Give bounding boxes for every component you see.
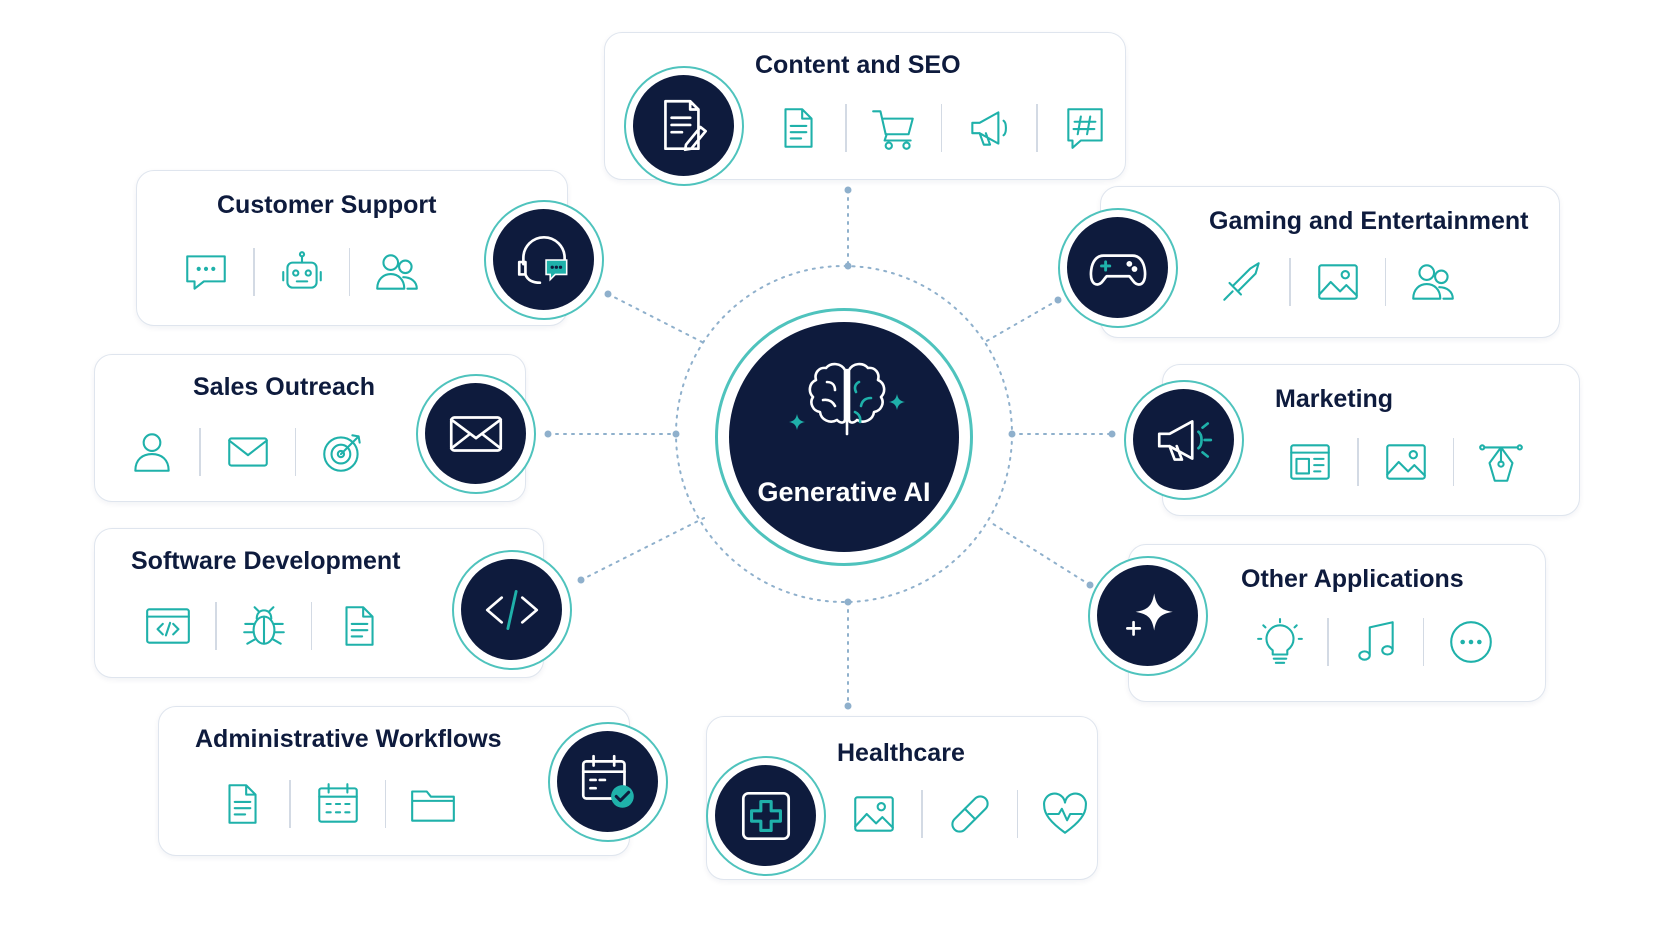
layout-icon — [1290, 444, 1330, 480]
separator — [384, 780, 386, 828]
megaphone-icon — [1157, 420, 1213, 461]
cart-icon — [871, 110, 914, 150]
separator — [1357, 438, 1359, 486]
category-card-marketing: Marketing — [1162, 364, 1580, 516]
calendar-icon — [317, 783, 358, 823]
sparkle-icon — [1126, 593, 1173, 636]
document-pen-icon — [664, 99, 707, 152]
envelope-icon — [449, 416, 503, 452]
category-title: Sales Outreach — [193, 373, 376, 401]
code-icon — [485, 589, 539, 631]
hub-generative-ai: Generative AI — [715, 308, 973, 566]
user-icon — [134, 433, 170, 472]
category-title: Software Development — [131, 547, 401, 575]
badge-healthcare — [706, 756, 826, 876]
category-title: Customer Support — [217, 191, 437, 219]
hub-title: Generative AI — [757, 477, 931, 507]
badge-customer-support — [484, 200, 604, 320]
image-icon — [1317, 264, 1358, 300]
category-icons — [773, 103, 1110, 153]
document-icon — [345, 606, 374, 646]
separator — [1452, 438, 1454, 486]
separator — [310, 602, 312, 650]
vector-pen-icon — [1479, 444, 1523, 482]
sword-icon — [1223, 262, 1260, 301]
badge-other-applications — [1088, 556, 1208, 676]
category-icons — [217, 779, 458, 829]
separator — [215, 602, 217, 650]
category-title: Healthcare — [837, 739, 965, 767]
document-icon — [784, 108, 813, 148]
separator — [1289, 258, 1291, 306]
badge-administrative-workflows — [548, 722, 668, 842]
badge-sales-outreach — [416, 374, 536, 494]
bug-icon — [242, 606, 285, 645]
image-icon — [1385, 444, 1426, 480]
megaphone-icon — [971, 111, 1007, 146]
mail-icon — [227, 437, 268, 467]
category-icons — [1255, 617, 1496, 667]
category-title: Administrative Workflows — [195, 725, 502, 753]
separator — [348, 248, 350, 296]
separator — [921, 790, 923, 838]
medical-cross-icon — [741, 791, 791, 841]
category-title: Other Applications — [1241, 565, 1464, 593]
separator — [253, 248, 255, 296]
folder-icon — [411, 790, 455, 822]
target-icon — [323, 434, 361, 472]
category-icons — [849, 789, 1090, 839]
category-icons — [1285, 437, 1526, 487]
document-icon — [228, 784, 257, 824]
badge-gaming-entertainment — [1058, 208, 1178, 328]
pill-icon — [950, 795, 989, 833]
category-icons — [181, 247, 422, 297]
separator — [1016, 790, 1018, 838]
category-title: Marketing — [1275, 385, 1394, 413]
category-icons — [127, 427, 368, 477]
more-dots-icon — [1450, 621, 1492, 663]
separator — [289, 780, 291, 828]
gamepad-icon — [1089, 254, 1147, 286]
users-icon — [376, 254, 418, 290]
headset-chat-icon — [517, 235, 568, 285]
separator — [1327, 618, 1329, 666]
category-icons — [1217, 257, 1458, 307]
separator — [1384, 258, 1386, 306]
separator — [199, 428, 201, 476]
music-note-icon — [1357, 621, 1394, 661]
badge-marketing — [1124, 380, 1244, 500]
code-window-icon — [146, 608, 190, 644]
separator — [1422, 618, 1424, 666]
separator — [1036, 104, 1038, 152]
badge-software-development — [452, 550, 572, 670]
users-icon — [1412, 264, 1454, 300]
separator — [940, 104, 942, 152]
image-icon — [854, 796, 894, 832]
category-title: Content and SEO — [755, 51, 961, 79]
heartbeat-icon — [1043, 792, 1087, 834]
category-icons — [143, 601, 384, 651]
separator — [845, 104, 847, 152]
calendar-check-icon — [581, 754, 634, 808]
badge-content-seo — [624, 66, 744, 186]
chat-bubble-icon — [186, 255, 226, 290]
hashtag-icon — [1066, 108, 1103, 149]
category-title: Gaming and Entertainment — [1209, 207, 1529, 235]
separator — [294, 428, 296, 476]
robot-icon — [281, 251, 322, 289]
lightbulb-icon — [1257, 618, 1303, 664]
brain-sparkle-icon — [789, 362, 905, 436]
